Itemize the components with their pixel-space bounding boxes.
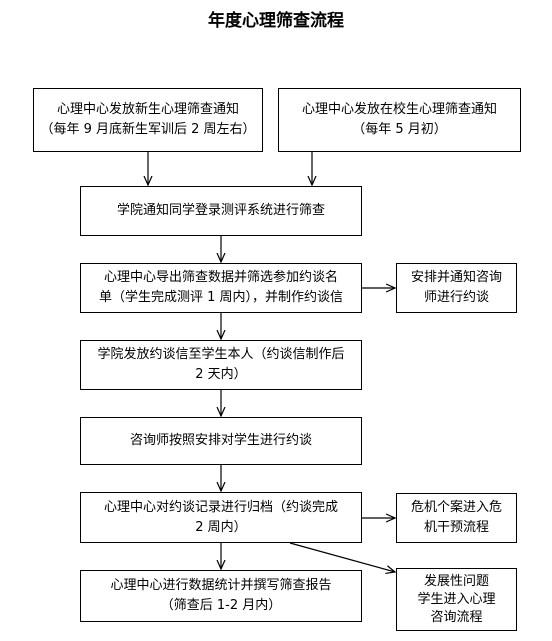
- export-data-box: 心理中心导出筛查数据并筛选参加约谈名 单（学生完成测评 1 周内），并制作约谈信: [80, 263, 362, 313]
- student-notice-line2: （每年 5 月初）: [352, 122, 447, 137]
- developmental-line2: 学生进入心理: [417, 591, 496, 607]
- developmental-box: 发展性问题 学生进入心理 咨询流程: [396, 568, 517, 631]
- send-letter-line1: 学院发放约谈信至学生本人（约谈信制作后: [97, 347, 345, 362]
- report-line2: （筛查后 1-2 月内）: [160, 598, 282, 613]
- student-notice-box: 心理中心发放在校生心理筛查通知 （每年 5 月初）: [278, 88, 521, 152]
- counselor-interview-box: 咨询师按照安排对学生进行约谈: [80, 417, 362, 465]
- archive-line2: 2 周内）: [195, 519, 247, 535]
- archive-line1: 心理中心对约谈记录进行归档（约谈完成: [103, 499, 338, 515]
- arrange-counselor-line1: 安排并通知咨询: [410, 270, 502, 285]
- archive-box: 心理中心对约谈记录进行归档（约谈完成 2 周内）: [80, 492, 362, 543]
- freshman-notice-line1: 心理中心发放新生心理筛查通知: [56, 102, 239, 117]
- student-notice-line1: 心理中心发放在校生心理筛查通知: [301, 102, 497, 117]
- export-data-line2: 单（学生完成测评 1 周内），并制作约谈信: [98, 290, 344, 305]
- diagram-title: 年度心理筛查流程: [208, 11, 344, 31]
- developmental-line1: 发展性问题: [423, 573, 489, 589]
- report-box: 心理中心进行数据统计并撰写筛查报告 （筛查后 1-2 月内）: [80, 570, 362, 622]
- export-data-line1: 心理中心导出筛查数据并筛选参加约谈名: [103, 270, 338, 285]
- college-notify-text: 学院通知同学登录测评系统进行筛查: [116, 203, 325, 218]
- arrange-counselor-line2: 师进行约谈: [423, 290, 489, 305]
- arrange-counselor-box: 安排并通知咨询 师进行约谈: [396, 263, 517, 313]
- crisis-line1: 危机个案进入危: [410, 500, 502, 515]
- freshman-notice-box: 心理中心发放新生心理筛查通知 （每年 9 月底新生军训后 2 周左右）: [33, 88, 263, 152]
- crisis-box: 危机个案进入危 机干预流程: [396, 493, 517, 543]
- developmental-line3: 咨询流程: [430, 609, 483, 625]
- freshman-notice-line2: （每年 9 月底新生军训后 2 周左右）: [40, 122, 256, 137]
- send-letter-box: 学院发放约谈信至学生本人（约谈信制作后 2 天内）: [80, 340, 362, 390]
- send-letter-line2: 2 天内）: [195, 367, 247, 382]
- college-notify-box: 学院通知同学登录测评系统进行筛查: [80, 186, 362, 236]
- arrow-archive-to-developmental: [289, 542, 395, 572]
- crisis-line2: 机干预流程: [423, 520, 489, 535]
- counselor-interview-text: 咨询师按照安排对学生进行约谈: [129, 433, 312, 448]
- report-line1: 心理中心进行数据统计并撰写筛查报告: [110, 578, 332, 593]
